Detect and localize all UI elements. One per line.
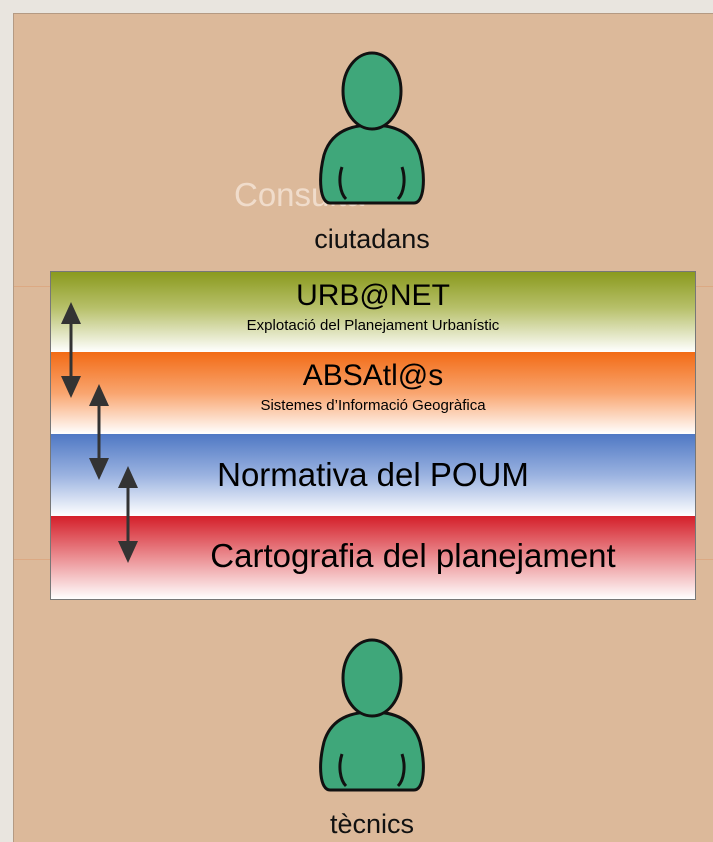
arrow-urbanet-absatlas [61, 302, 81, 398]
layer-title: Normativa del POUM [217, 456, 529, 493]
person-icon [316, 638, 428, 793]
bidirectional-arrows [61, 302, 138, 563]
layer-normativa: Normativa del POUM [51, 434, 695, 516]
layer-title: Cartografia del planejament [210, 537, 616, 574]
layer-cartografia: Cartografia del planejament [51, 516, 695, 599]
person-label-top: ciutadans [314, 224, 430, 254]
arrow-normativa-cartografia [118, 466, 138, 563]
layer-urbanet: URB@NET Explotació del Planejament Urban… [51, 272, 695, 352]
diagram-canvas: Consulta ciutadans URB@NET Explotació de… [13, 13, 713, 842]
layer-absatlas: ABSAtl@s Sistemes d’Informació Geogràfic… [51, 352, 695, 434]
arrow-absatlas-normativa [89, 384, 109, 480]
layer-subtitle: Sistemes d’Informació Geogràfica [260, 397, 486, 414]
person-label-bottom: tècnics [329, 809, 415, 839]
layer-title: URB@NET [296, 279, 450, 312]
layer-subtitle: Explotació del Planejament Urbanístic [246, 317, 500, 334]
layer-title: ABSAtl@s [302, 359, 444, 392]
person-icon [316, 51, 428, 206]
layer-stack: URB@NET Explotació del Planejament Urban… [50, 271, 696, 600]
